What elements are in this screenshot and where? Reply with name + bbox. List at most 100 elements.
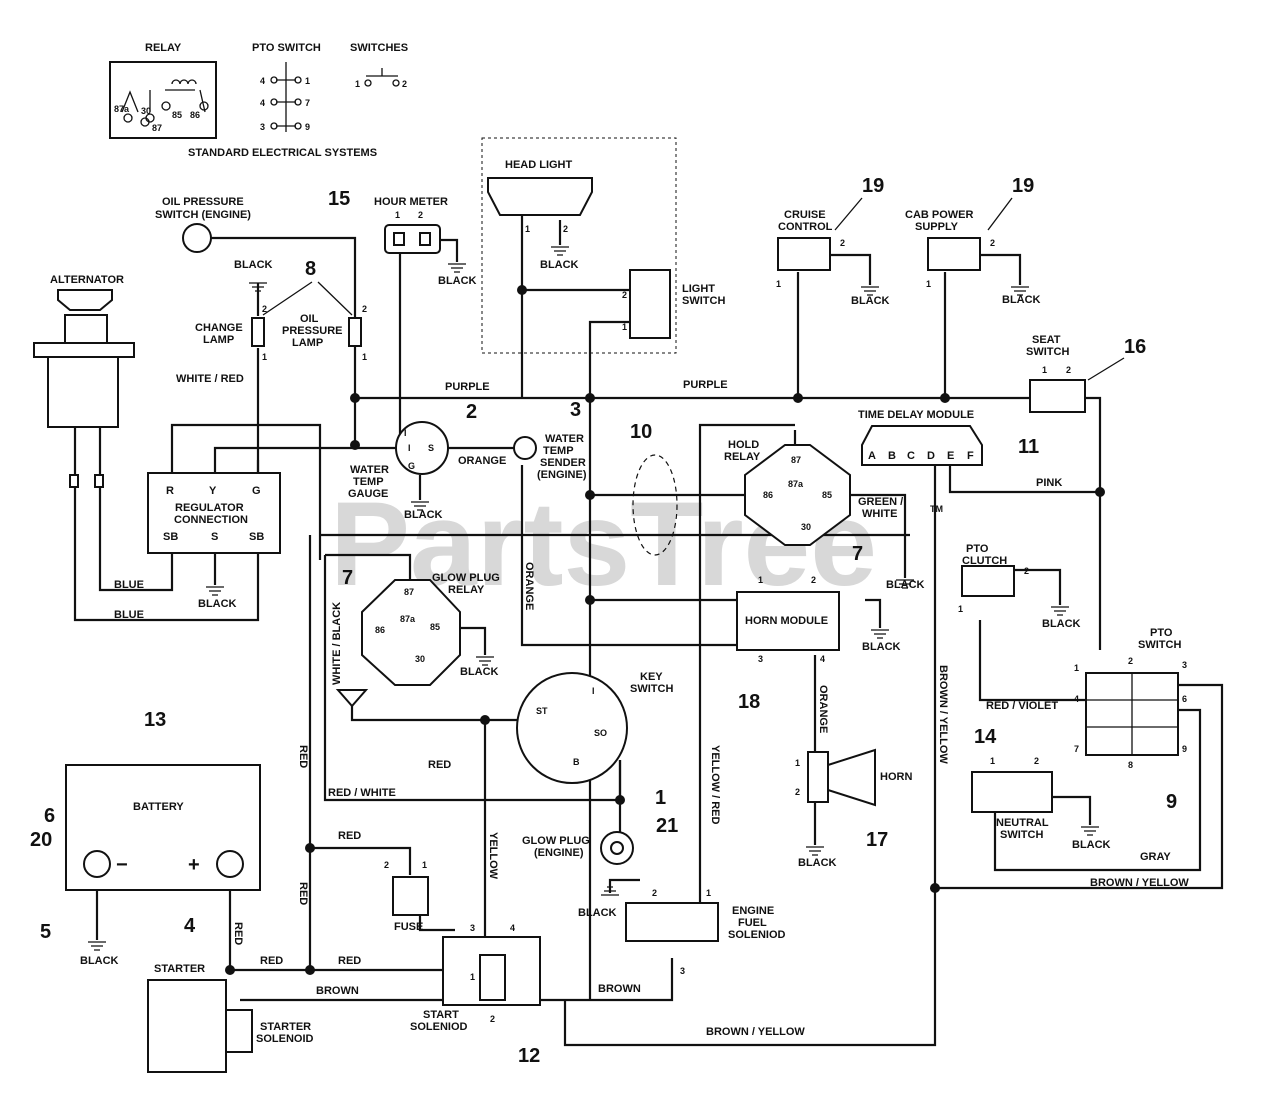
relay-pin-label: 85 <box>172 110 182 120</box>
relay-pin: 87 <box>404 587 414 597</box>
pin-number: 2 <box>362 304 367 314</box>
oil-lamp-label: LAMP <box>292 337 323 349</box>
red-wire-label: RED <box>297 745 309 768</box>
green-white-label: GREEN / <box>858 496 903 508</box>
water-temp-gauge <box>395 421 449 475</box>
fuse-label: FUSE <box>394 921 423 933</box>
black-wire-label: BLACK <box>798 857 837 869</box>
change-lamp-label: CHANGE <box>195 322 243 334</box>
starter-label: STARTER <box>154 963 205 975</box>
junction-dot <box>585 595 595 605</box>
purple-wire-label: PURPLE <box>445 381 490 393</box>
positive-symbol: + <box>188 854 200 876</box>
relay-pin: 87a <box>788 479 804 489</box>
tdm-pin-a: A <box>868 450 876 462</box>
key-pin: B <box>573 757 580 767</box>
headlight <box>487 177 593 216</box>
ground-icon <box>806 846 824 856</box>
switch-pin <box>364 79 372 87</box>
gauge-pin: I <box>408 443 411 453</box>
seat-switch-label: SWITCH <box>1026 346 1069 358</box>
key-switch <box>516 672 628 784</box>
pin-number: 1 <box>470 972 475 982</box>
horn-label: HORN <box>880 771 912 783</box>
regulator-pin: SB <box>163 531 178 543</box>
water-temp-gauge-label: WATER <box>350 464 389 476</box>
black-wire-label: BLACK <box>578 907 617 919</box>
red-wire-label: RED <box>338 955 361 967</box>
junction-dot <box>350 440 360 450</box>
ground-icon <box>896 579 914 589</box>
red-wire-label: RED <box>297 882 309 905</box>
pin-number: 3 <box>758 654 763 664</box>
pto-legend-symbol <box>276 62 296 132</box>
glow-plug-label: GLOW PLUG <box>522 835 590 847</box>
regulator-pin: S <box>211 531 218 543</box>
cab-power-label: CAB POWER <box>905 209 974 221</box>
pin-number: 7 <box>1074 744 1079 754</box>
callout-19: 19 <box>862 175 884 197</box>
battery-positive-terminal <box>216 850 244 878</box>
pin-number: 1 <box>706 888 711 898</box>
pink-wire-label: PINK <box>1036 477 1062 489</box>
pto-clutch-wires <box>978 568 1100 702</box>
blue-wire-label: BLUE <box>114 609 144 621</box>
pin-number: 1 <box>395 210 400 220</box>
water-temp-sender <box>513 436 537 460</box>
gauge-pin: I <box>404 428 407 438</box>
oil-pressure-switch <box>182 223 212 253</box>
white-red-wire-label: WHITE / RED <box>176 373 244 385</box>
legend-relay-box <box>109 61 217 139</box>
relay-pin-label: 87a <box>114 104 130 114</box>
callout-11: 11 <box>1018 436 1039 458</box>
pin-number: 1 <box>1074 663 1079 673</box>
ground-icon <box>411 501 429 511</box>
callout-6: 6 <box>44 805 55 827</box>
callout-14: 14 <box>974 726 997 748</box>
regulator-pin: G <box>252 485 261 497</box>
relay-pin: 30 <box>801 522 811 532</box>
orange-wire-label: ORANGE <box>458 455 506 467</box>
water-temp-sender-label: TEMP <box>543 445 574 457</box>
pin-number: 9 <box>1182 744 1187 754</box>
yellow-red-wire-label: YELLOW / RED <box>709 745 721 825</box>
ground-icon <box>1051 606 1069 616</box>
callout-9: 9 <box>1166 791 1177 813</box>
key-pin: ST <box>536 706 548 716</box>
alternator-flange <box>33 342 135 358</box>
terminal <box>419 232 431 246</box>
horn-module-label: HORN MODULE <box>745 615 828 627</box>
ground-icon <box>249 282 267 292</box>
pin-number: 2 <box>262 304 267 314</box>
callout-7: 7 <box>852 543 863 565</box>
neutral-switch-label: NEUTRAL <box>996 817 1049 829</box>
horn <box>827 748 876 807</box>
gray-wire-label: GRAY <box>1140 851 1171 863</box>
callout-leader <box>987 197 1013 231</box>
callout-2: 2 <box>466 401 477 423</box>
pin-number: 2 <box>795 787 800 797</box>
callout-19: 19 <box>1012 175 1034 197</box>
horn-module <box>736 591 840 651</box>
callout-18: 18 <box>738 691 760 713</box>
junction-dot <box>480 715 490 725</box>
change-lamp-label: LAMP <box>203 334 234 346</box>
pin-number: 2 <box>1066 365 1071 375</box>
pin-number: 2 <box>990 238 995 248</box>
connector <box>69 474 79 488</box>
blue-wire-label: BLUE <box>114 579 144 591</box>
ground-icon <box>206 586 224 596</box>
purple-wire-label: PURPLE <box>683 379 728 391</box>
oil-pressure-wire <box>210 236 357 318</box>
seat-switch-label: SEAT <box>1032 334 1061 346</box>
key-switch-label: KEY <box>640 671 663 683</box>
alternator-label: ALTERNATOR <box>50 274 124 286</box>
black-wire-label: BLACK <box>80 955 119 967</box>
regulator-label: REGULATOR <box>175 502 244 514</box>
relay-pin-circle <box>140 117 150 127</box>
pin-number: 2 <box>1024 566 1029 576</box>
alternator-case <box>47 356 119 428</box>
pin-number: 4 <box>510 923 515 933</box>
pin-number: 1 <box>758 575 763 585</box>
